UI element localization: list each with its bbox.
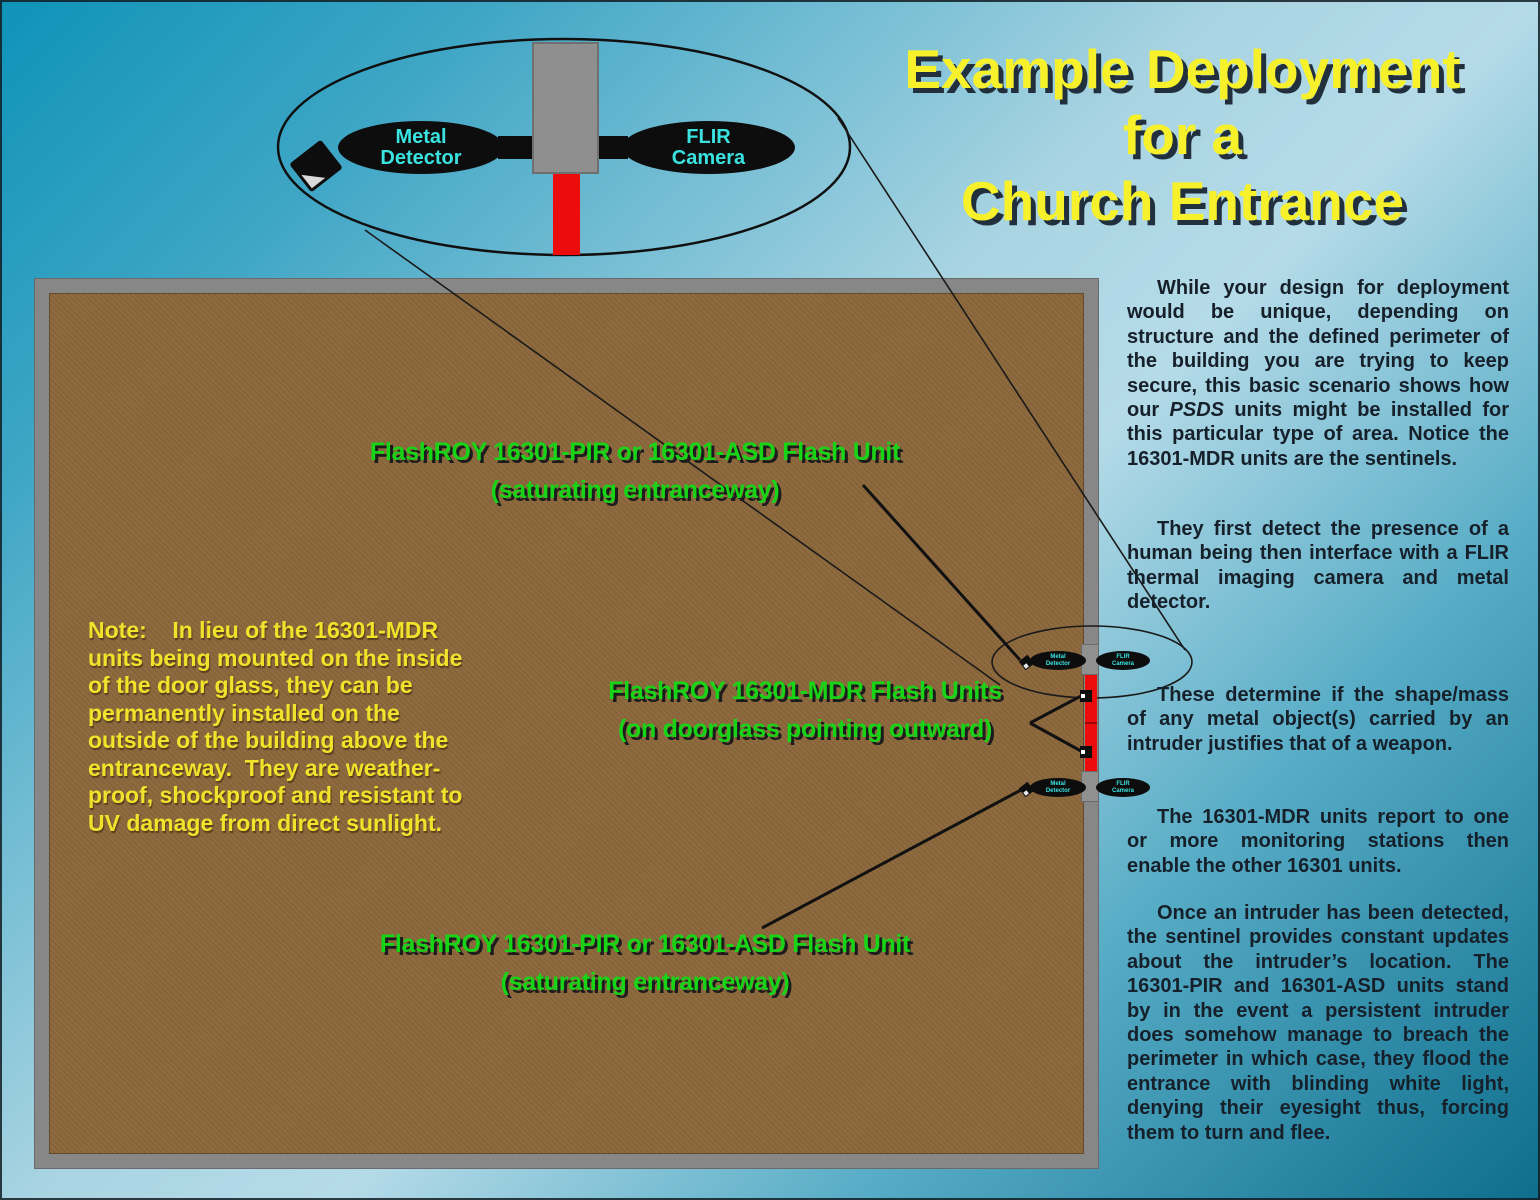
label-flash-unit-bottom-line1: FlashROY 16301-PIR or 16301-ASD Flash Un… [379,930,911,958]
flir-camera-pod-bottom: FLIR Camera [1096,778,1150,797]
paragraph-shape-mass: These determine if the shape/mass of any… [1127,684,1509,755]
metal-detector-pod-large: Metal Detector [338,121,504,174]
mounting-post-large [532,42,599,174]
label-flash-unit-bottom: FlashROY 16301-PIR or 16301-ASD Flash Un… [365,925,925,1001]
label-mdr-units: FlashROY 16301-MDR Flash Units (on doorg… [580,672,1030,748]
note-text: Note: In lieu of the 16301-MDR units bei… [88,617,463,836]
door-glass-divider [1085,722,1097,724]
flir-camera-pod-top: FLIR Camera [1096,651,1150,670]
metal-detector-pod-top: Metal Detector [1030,651,1086,670]
label-flash-unit-bottom-line2: (saturating entranceway) [500,968,790,996]
label-mdr-units-line2: (on doorglass pointing outward) [618,715,992,743]
metal-detector-label-small: Metal Detector [1045,654,1071,667]
p1-psds-emphasis: PSDS [1169,399,1225,422]
metal-detector-label-small: Metal Detector [1045,781,1071,794]
label-mdr-units-line1: FlashROY 16301-MDR Flash Units [608,677,1002,705]
title-line-3: Church Entrance [960,170,1405,232]
p1-text-after: units might be installed for this partic… [1127,399,1509,470]
door-glass-segment-large [553,172,580,255]
sensor-head-icon [289,139,343,193]
flir-camera-label-small: FLIR Camera [1111,654,1134,667]
flir-camera-pod-large: FLIR Camera [622,121,795,174]
label-flash-unit-top-line1: FlashROY 16301-PIR or 16301-ASD Flash Un… [369,438,901,466]
mdr-flash-unit-lower [1080,746,1092,758]
metal-detector-pod-bottom: Metal Detector [1030,778,1086,797]
flir-camera-label: FLIR Camera [671,125,746,169]
label-flash-unit-top-line2: (saturating entranceway) [490,476,780,504]
paragraph-detection: They first detect the presence of a huma… [1127,518,1509,614]
door-glass [1085,667,1097,780]
sensor-lens-wedge [301,164,326,189]
p1-text-before: While your design for deployment would b… [1127,277,1509,422]
flir-camera-label-small: FLIR Camera [1111,781,1134,794]
page-title: Example Deployment for a Church Entrance [845,36,1520,234]
metal-detector-label: Metal Detector [380,125,462,169]
paragraph-intruder-response: Once an intruder has been detected, the … [1127,902,1509,1144]
paragraph-reporting: The 16301-MDR units report to one or mor… [1127,806,1509,877]
title-line-1: Example Deployment [904,38,1461,100]
paragraph-deployment-overview: While your design for deployment would b… [1127,276,1509,471]
title-line-2: for a [1122,104,1243,166]
mdr-flash-unit-upper [1080,690,1092,702]
label-flash-unit-top: FlashROY 16301-PIR or 16301-ASD Flash Un… [355,433,915,509]
